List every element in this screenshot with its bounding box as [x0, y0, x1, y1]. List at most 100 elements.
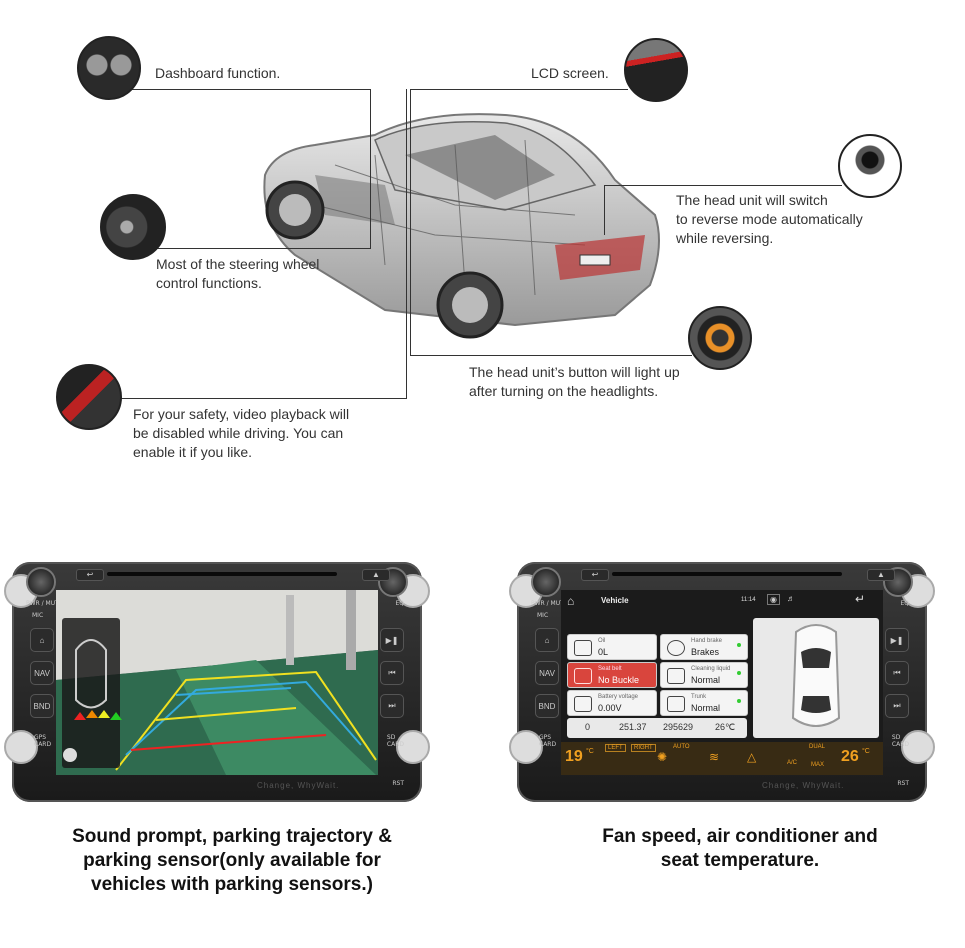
connector-steering-h	[152, 248, 370, 249]
callout-safety: For your safety, video playback will be …	[133, 406, 350, 460]
nav-button[interactable]: NAV	[30, 661, 54, 685]
head-unit-right: ↩ ▲ PWR / MUT MIC ⌂ NAV BND GPS CARD EQ …	[509, 562, 935, 802]
mic-label-r: MIC	[537, 612, 549, 619]
mount-ear-bottom-right-r	[901, 730, 935, 764]
play-pause-button[interactable]: ▶❚	[380, 628, 404, 652]
left-seat-button[interactable]: LEFT	[605, 744, 626, 752]
climate-bar: 19 °C LEFT RIGHT ✺ AUTO ≋ △ A/C DUAL MAX…	[561, 742, 883, 775]
volume-knob-r[interactable]	[531, 567, 561, 597]
bnd-button[interactable]: BND	[30, 694, 54, 718]
max-button[interactable]: MAX	[811, 762, 825, 768]
right-seat-button[interactable]: RIGHT	[631, 744, 656, 752]
stats-bar: 0 251.37 295629 26℃	[567, 718, 747, 738]
prev-track-button[interactable]: ⏮	[380, 661, 404, 685]
car-cutaway-illustration	[263, 113, 660, 339]
oil-value: 0L	[598, 647, 609, 657]
eject-button[interactable]: ▲	[362, 569, 390, 581]
callout-steering: Most of the steering wheel control funct…	[156, 256, 320, 291]
car-topview-panel	[753, 618, 879, 738]
dual-button[interactable]: DUAL	[809, 744, 826, 750]
nav-label: NAV	[34, 668, 50, 678]
caption-right: Fan speed, air conditioner and seat temp…	[602, 826, 878, 871]
cleaning-panel: Cleaning liquid Normal	[660, 662, 748, 688]
next-track-button-r[interactable]: ⏭	[885, 694, 909, 718]
disc-slot-r	[612, 572, 842, 576]
handbrake-icon	[667, 640, 685, 656]
steering-wheel-thumbnail	[100, 194, 166, 260]
car-topview-icon	[791, 624, 841, 727]
gps-card-label: GPS CARD	[34, 734, 52, 748]
play-pause-button-r[interactable]: ▶❚	[885, 628, 909, 652]
oil-panel: Oil 0L	[567, 634, 657, 660]
trunk-status-dot	[737, 699, 741, 703]
connector-dashboard-h	[125, 89, 371, 90]
ac-button[interactable]: A/C	[787, 760, 798, 766]
dashboard-thumbnail	[77, 36, 141, 100]
watermark-right: Change, WhyWait.	[762, 781, 845, 790]
rst-label-r: RST	[897, 780, 909, 787]
camera-icon[interactable]: ◉	[767, 594, 780, 605]
lcd-thumbnail	[624, 38, 688, 102]
cleaning-label: Cleaning liquid	[691, 666, 731, 672]
sd-card-label: SD CARD	[386, 734, 404, 748]
temp-left-unit: °C	[586, 748, 594, 755]
mount-ear-bottom-right	[396, 730, 430, 764]
prev-track-button-r[interactable]: ⏮	[885, 661, 909, 685]
headlight-button-thumbnail	[688, 306, 752, 370]
battery-icon	[574, 696, 592, 712]
watermark-left: Change, WhyWait.	[257, 781, 340, 790]
handbrake-label: Hand brake	[691, 638, 723, 644]
battery-value: 0.00V	[598, 703, 622, 713]
reverse-camera-thumbnail	[838, 134, 902, 198]
eject-button-r[interactable]: ▲	[867, 569, 895, 581]
callout-lcd: LCD screen.	[531, 65, 609, 81]
eq-label-r: EQ	[900, 600, 909, 607]
home-button-r[interactable]: ⌂	[535, 628, 559, 652]
home-icon[interactable]: ⌂	[567, 594, 575, 608]
temp-left-value: 19	[565, 748, 583, 765]
cleaning-value: Normal	[691, 675, 721, 685]
oil-label: Oil	[598, 638, 606, 644]
bnd-button-r[interactable]: BND	[535, 694, 559, 718]
speaker-icon[interactable]: ♬	[787, 594, 795, 603]
volume-knob[interactable]	[26, 567, 56, 597]
battery-panel: Battery voltage 0.00V	[567, 690, 657, 716]
nav-button-r[interactable]: NAV	[535, 661, 559, 685]
screen-title: Vehicle	[601, 596, 629, 605]
rst-label: RST	[392, 780, 404, 787]
handbrake-value: Brakes	[691, 647, 720, 657]
eq-label: EQ	[395, 600, 404, 607]
stat-4: 26℃	[715, 722, 736, 732]
sd-card-label-r: SD CARD	[891, 734, 909, 748]
time-label: 11:14	[741, 597, 756, 603]
reverse-camera-screen	[56, 590, 378, 775]
bnd-label: BND	[33, 701, 51, 711]
connector-reverse-v	[604, 185, 605, 235]
home-button[interactable]: ⌂	[30, 628, 54, 652]
defrost-icon[interactable]: ≋	[709, 750, 720, 764]
car-recirc-icon[interactable]: △	[747, 750, 757, 764]
next-track-button[interactable]: ⏭	[380, 694, 404, 718]
connector-lcd-v	[410, 89, 411, 355]
trunk-icon	[667, 696, 685, 712]
connector-safety-v	[406, 89, 407, 399]
fan-icon[interactable]: ✺	[657, 750, 668, 764]
stat-2: 251.37	[619, 722, 647, 732]
bnd-label-r: BND	[538, 701, 556, 711]
battery-label: Battery voltage	[598, 694, 639, 700]
stat-1: 0	[585, 722, 591, 732]
connector-headlights-h	[410, 355, 692, 356]
seatbelt-icon	[574, 668, 592, 684]
pwr-label-r: PWR / MUT	[531, 600, 564, 607]
callout-reverse: The head unit will switch to reverse mod…	[676, 192, 863, 246]
temp-right-unit: °C	[862, 748, 870, 755]
oil-icon	[574, 640, 592, 656]
back-button-r[interactable]: ↩	[581, 569, 609, 581]
handbrake-panel: Hand brake Brakes	[660, 634, 748, 660]
back-button[interactable]: ↩	[76, 569, 104, 581]
auto-button[interactable]: AUTO	[673, 744, 690, 750]
seatbelt-label: Seat belt	[598, 666, 622, 672]
back-arrow-icon[interactable]: ↵	[855, 592, 866, 606]
tune-knob-r[interactable]	[883, 567, 913, 597]
connector-safety-h	[105, 398, 407, 399]
